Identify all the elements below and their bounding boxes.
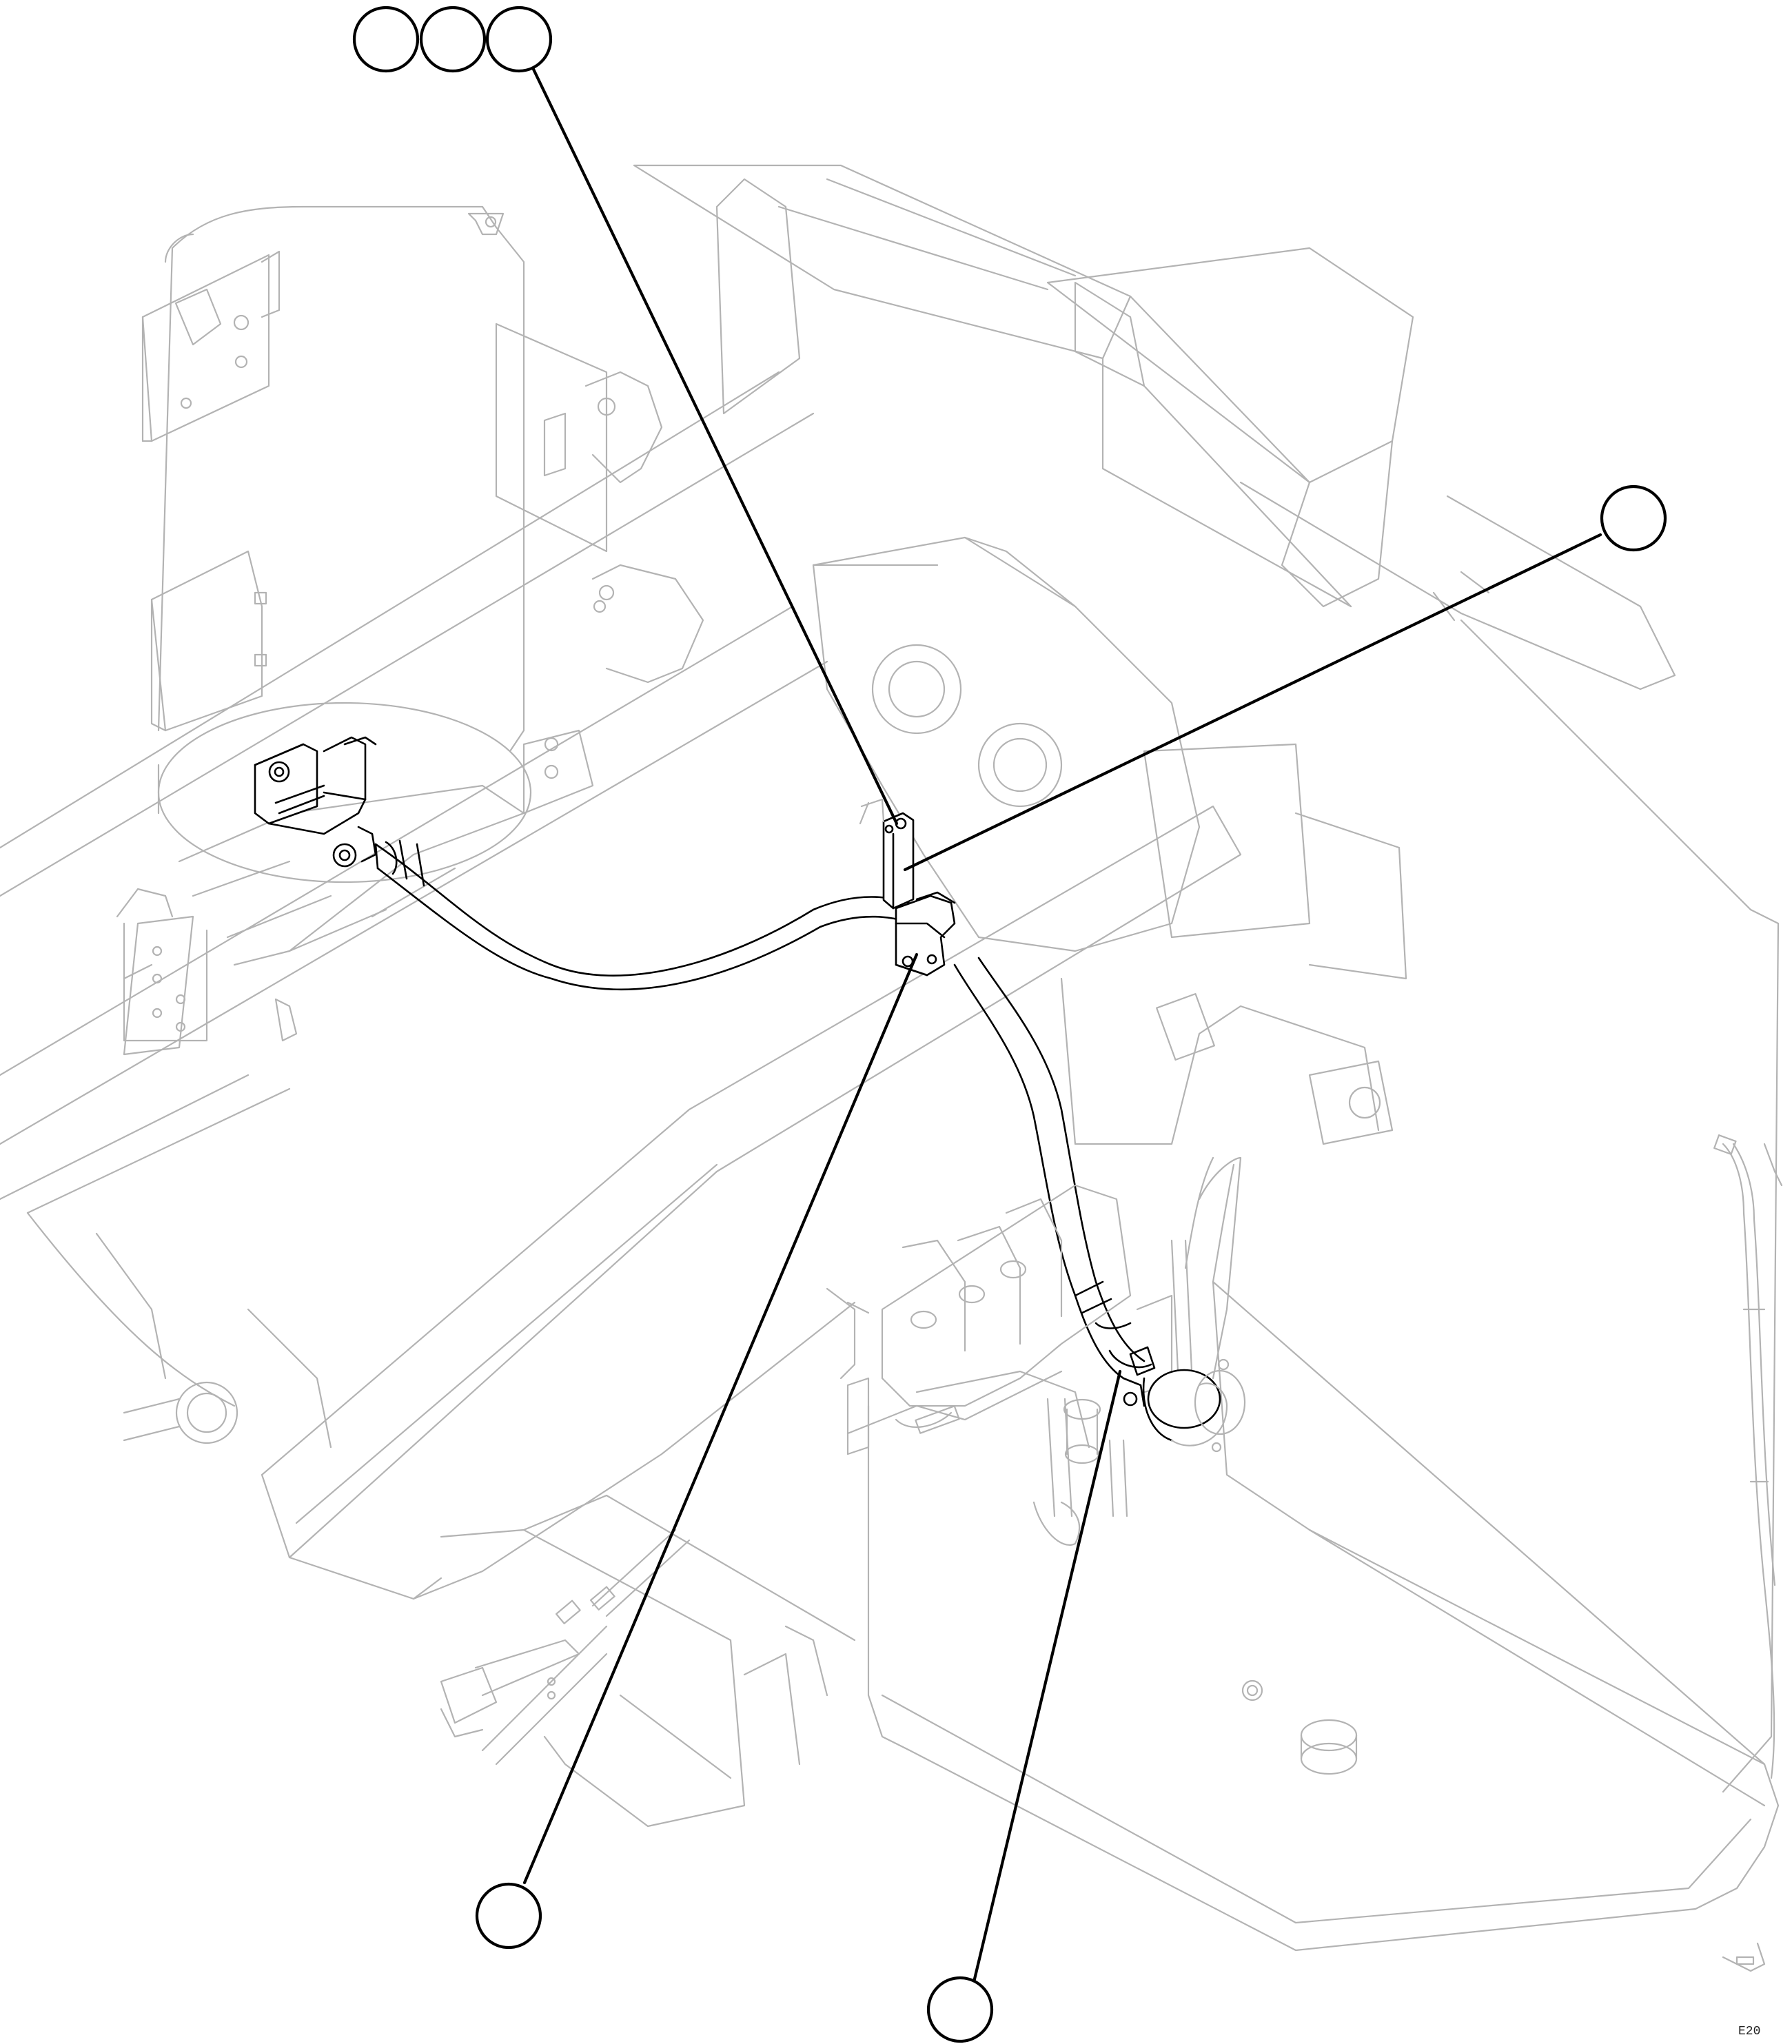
callout-top-1 (352, 6, 420, 73)
hose-assembly (374, 839, 1152, 1380)
callout-right (1600, 484, 1667, 552)
lower-left-hoses (440, 1529, 691, 1766)
hose-clamp-bracket (859, 798, 956, 977)
callout-top-3 (485, 6, 553, 73)
leader-lines (522, 59, 1602, 1987)
callout-top-2 (419, 6, 487, 73)
sensor-bracket (254, 736, 377, 868)
image-code: E20 (1738, 2025, 1760, 2038)
tank-assembly (123, 205, 704, 1056)
leader-bottom-left (522, 952, 919, 1885)
machine-frame-background (0, 164, 1780, 1952)
callout-bottom-left (475, 1882, 542, 1950)
leader-bottom-right (971, 1369, 1122, 1987)
right-wire-harness (1713, 1134, 1783, 1972)
callout-bottom-right (926, 1976, 994, 2043)
leader-top (527, 59, 899, 826)
leader-right (903, 533, 1602, 872)
valve-block-assembly (826, 1156, 1246, 1546)
